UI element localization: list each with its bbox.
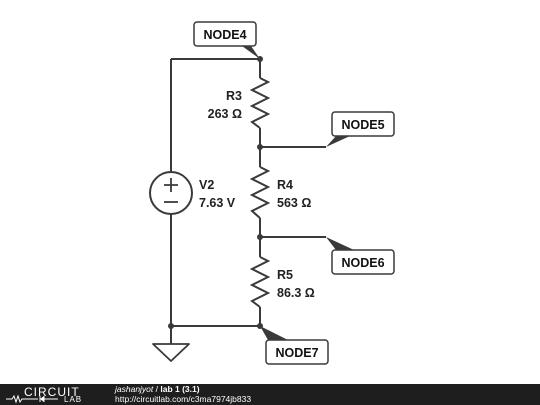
junction-ground	[168, 323, 174, 329]
resistor-r3-symbol[interactable]	[249, 77, 271, 129]
junction-node5	[257, 144, 263, 150]
node6-tag-pointer	[326, 237, 354, 250]
node7-tag[interactable]: NODE7	[260, 326, 329, 365]
resistor-r4-symbol[interactable]	[249, 166, 271, 219]
r5-name-label: R5	[277, 268, 293, 282]
logo-text-circuit: CIRCUIT	[24, 385, 80, 399]
circuit-title[interactable]: lab 1 (3.1)	[160, 384, 200, 394]
node4-tag-pointer	[242, 46, 260, 59]
voltage-source-v2[interactable]	[149, 171, 193, 215]
node7-label: NODE7	[275, 346, 318, 360]
r3-name-label: R3	[226, 89, 242, 103]
circuit-url-link[interactable]: http://circuitlab.com/c3ma7974jb833	[115, 394, 252, 404]
logo-wave-icon	[6, 394, 58, 404]
circuitlab-logo[interactable]: CIRCUIT LAB	[4, 384, 94, 405]
plus-sign-icon	[164, 178, 178, 192]
logo-text-lab: LAB	[64, 395, 83, 404]
footer-attribution: jashanjyot / lab 1 (3.1)	[115, 384, 200, 394]
footer-bar: CIRCUIT LAB jashanjyot / lab 1 (3.1) htt…	[0, 384, 540, 405]
resistor-r5-symbol[interactable]	[249, 256, 271, 308]
author-name[interactable]: jashanjyot	[115, 384, 154, 394]
circuit-schematic: R3 263 Ω R4 563 Ω R5 86.3 Ω V2 7.63 V NO…	[149, 21, 395, 365]
ground-icon	[152, 343, 190, 362]
node4-tag[interactable]: NODE4	[193, 21, 260, 59]
v2-value-label: 7.63 V	[199, 196, 236, 210]
r5-value-label: 86.3 Ω	[277, 286, 315, 300]
node5-tag-pointer	[326, 136, 350, 147]
attribution-separator: /	[153, 384, 161, 394]
node6-tag[interactable]: NODE6	[326, 237, 395, 275]
r4-value-label: 563 Ω	[277, 196, 311, 210]
v2-name-label: V2	[199, 178, 214, 192]
node5-tag[interactable]: NODE5	[326, 111, 395, 147]
junction-node6	[257, 234, 263, 240]
r3-value-label: 263 Ω	[208, 107, 242, 121]
node6-label: NODE6	[341, 256, 384, 270]
node5-label: NODE5	[341, 118, 384, 132]
node7-tag-pointer	[260, 326, 288, 340]
node4-label: NODE4	[203, 28, 246, 42]
r4-name-label: R4	[277, 178, 293, 192]
